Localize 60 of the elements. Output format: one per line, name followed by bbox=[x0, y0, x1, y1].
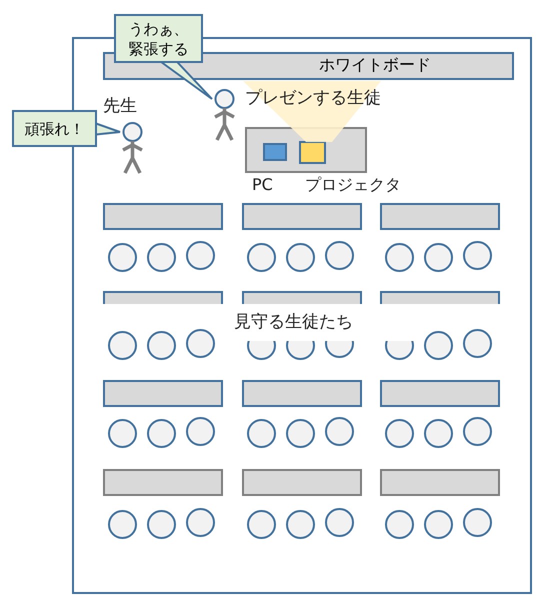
chair-circle bbox=[186, 329, 215, 358]
device-label: PC bbox=[252, 175, 273, 194]
desk bbox=[380, 469, 500, 496]
desk bbox=[242, 291, 362, 304]
chair-circle bbox=[424, 510, 453, 539]
chair-circle bbox=[385, 341, 414, 360]
desk bbox=[380, 380, 500, 407]
chair-circle bbox=[424, 331, 453, 360]
desk bbox=[103, 380, 223, 407]
desk bbox=[242, 380, 362, 407]
chair-circle bbox=[286, 419, 315, 448]
chair-circle bbox=[247, 243, 276, 272]
chair-circle bbox=[385, 419, 414, 448]
chair-circle bbox=[108, 243, 137, 272]
chair-circle bbox=[385, 243, 414, 272]
chair-circle bbox=[147, 331, 176, 360]
projector-icon bbox=[299, 141, 326, 164]
person-label: プレゼンする生徒 bbox=[245, 87, 381, 109]
chair-circle bbox=[286, 510, 315, 539]
chair-circle bbox=[286, 243, 315, 272]
classroom-outline bbox=[72, 37, 532, 594]
chair-circle bbox=[147, 419, 176, 448]
desk bbox=[242, 203, 362, 230]
chair-circle bbox=[108, 510, 137, 539]
chair-circle bbox=[424, 419, 453, 448]
desk bbox=[103, 469, 223, 496]
chair-circle bbox=[108, 419, 137, 448]
desk bbox=[380, 291, 500, 304]
chair-circle bbox=[385, 510, 414, 539]
chair-circle bbox=[247, 510, 276, 539]
chair-circle bbox=[147, 510, 176, 539]
person-icon bbox=[120, 122, 145, 172]
person-icon bbox=[212, 89, 237, 141]
speech-bubble-tail bbox=[160, 61, 213, 100]
desk bbox=[380, 203, 500, 230]
chair-circle bbox=[247, 419, 276, 448]
chair-circle bbox=[186, 241, 215, 270]
speech-bubble-tail bbox=[95, 122, 121, 136]
pc-icon bbox=[263, 143, 287, 161]
chair-circle bbox=[325, 508, 354, 537]
chair-circle bbox=[286, 341, 315, 360]
chair-circle bbox=[147, 243, 176, 272]
chair-circle bbox=[463, 508, 492, 537]
chair-circle bbox=[325, 417, 354, 446]
chair-circle bbox=[463, 329, 492, 358]
desk bbox=[242, 469, 362, 496]
chair-circle bbox=[424, 243, 453, 272]
chair-circle bbox=[325, 241, 354, 270]
chair-circle bbox=[463, 241, 492, 270]
speech-bubble: 頑張れ！ bbox=[12, 110, 97, 147]
chair-circle bbox=[463, 417, 492, 446]
chair-circle bbox=[325, 341, 354, 358]
chair-circle bbox=[186, 508, 215, 537]
person-label: 先生 bbox=[103, 95, 137, 117]
chair-circle bbox=[186, 417, 215, 446]
desk bbox=[103, 291, 223, 304]
desk bbox=[103, 203, 223, 230]
chair-circle bbox=[247, 341, 276, 360]
chair-circle bbox=[108, 331, 137, 360]
device-label: プロジェクタ bbox=[305, 175, 401, 196]
